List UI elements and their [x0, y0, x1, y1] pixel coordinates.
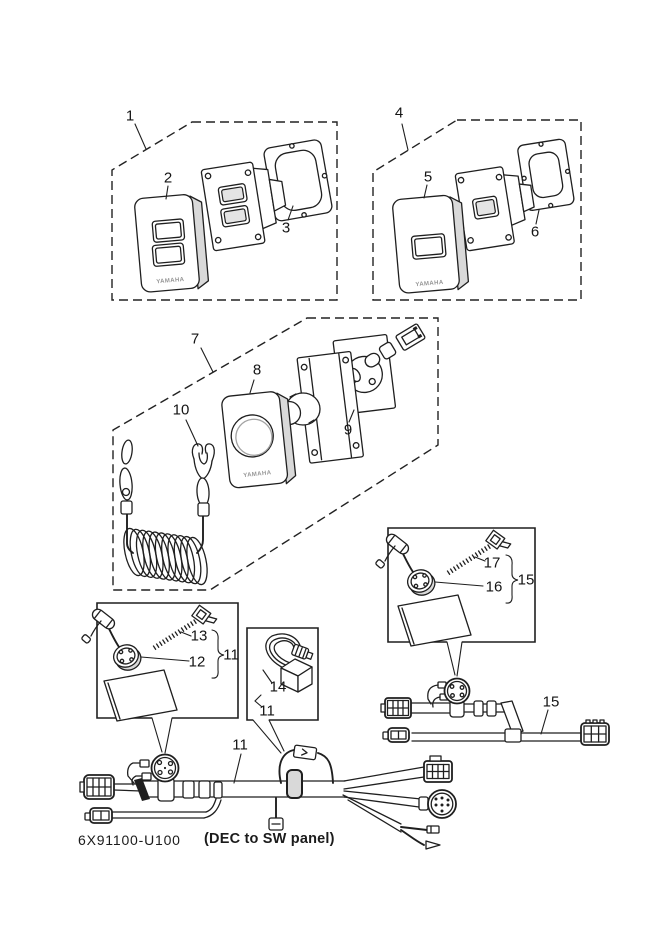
- ring-terminal: [426, 841, 440, 849]
- harness-11: [80, 745, 456, 849]
- connector-branch-8pin: [424, 756, 452, 782]
- callout-16: 16: [485, 578, 503, 596]
- callout-8: 8: [252, 361, 262, 379]
- callout-15-harness: 15: [542, 693, 560, 711]
- callout-3: 3: [281, 219, 291, 237]
- callout-11-harness: 11: [232, 736, 248, 754]
- callout-15-kit: 15: [517, 571, 535, 589]
- callout-leader-lines: [135, 124, 548, 783]
- switch-panel-single: [455, 163, 539, 251]
- connector-8pin-11: [80, 775, 114, 799]
- group-4-outline: [373, 120, 581, 300]
- connector-2pin-11: [85, 808, 112, 823]
- part-5-bezel-single: YAMAHA: [392, 194, 469, 295]
- callout-4: 4: [394, 104, 404, 122]
- callout-6: 6: [530, 223, 540, 241]
- connector-6pin-15: [581, 720, 609, 745]
- stop-switch-15: [428, 679, 470, 708]
- brand-mark: YAMAHA: [156, 277, 185, 285]
- callout-1: 1: [125, 107, 135, 125]
- callout-11-lead: 11: [259, 702, 275, 720]
- callout-2: 2: [163, 169, 173, 187]
- harness-15: [381, 679, 609, 746]
- part-9-main-switch-assy: [271, 323, 426, 463]
- group-7-outline: [113, 318, 438, 590]
- callout-10: 10: [172, 401, 190, 419]
- kit-box-14-pointer: [253, 720, 284, 753]
- stop-switch-11: [128, 755, 179, 786]
- callout-12: 12: [188, 653, 206, 671]
- part-2-bezel-double: YAMAHA: [134, 193, 209, 293]
- kit-box-15-outline: [388, 528, 535, 642]
- callout-17: 17: [483, 554, 501, 572]
- kit-box-14-outline: [247, 628, 318, 720]
- kit-box-11-outline: [97, 603, 238, 718]
- callout-5: 5: [423, 168, 433, 186]
- connector-2pin-15: [383, 728, 409, 742]
- brand-mark: YAMAHA: [415, 280, 444, 288]
- kit-box-15-pointer: [447, 642, 462, 676]
- lanyard-switch-kit: [81, 605, 217, 721]
- caption: (DEC to SW panel): [204, 831, 335, 847]
- callout-7: 7: [190, 330, 200, 348]
- connector-8pin-15: [381, 698, 411, 718]
- part-14-sub-lead-wire: [266, 634, 314, 692]
- group-1-outline: [112, 122, 337, 300]
- part-8-bezel-round: YAMAHA: [221, 390, 296, 489]
- callout-11-kit: 11: [223, 646, 239, 664]
- part-code: 6X91100-U100: [78, 832, 181, 848]
- callout-14: 14: [269, 678, 287, 696]
- spade-terminal: [427, 826, 439, 833]
- part-10-lanyard-cord: [119, 439, 215, 586]
- connector-round-7pin: [428, 790, 456, 818]
- callout-13: 13: [190, 627, 208, 645]
- coil-cord: [120, 527, 211, 587]
- brand-mark: YAMAHA: [243, 470, 272, 479]
- kit-box-11-pointer: [152, 718, 172, 753]
- callout-9: 9: [343, 421, 353, 439]
- switch-panel-double: [201, 158, 291, 251]
